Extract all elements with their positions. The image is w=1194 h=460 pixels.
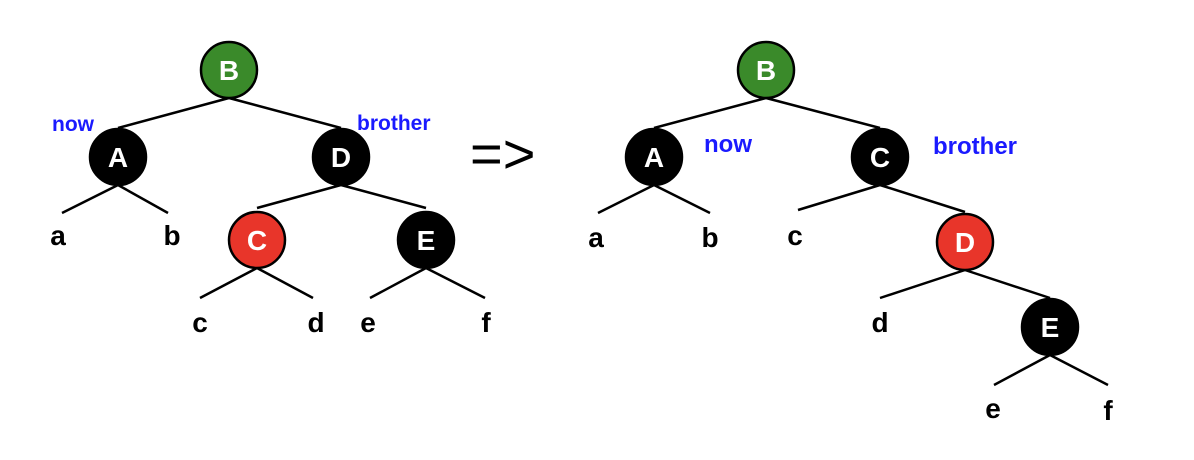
right-node-D-circle: [935, 212, 995, 272]
left-node-C-circle: [227, 210, 287, 270]
right-edge-A-b: [653, 183, 711, 215]
left-annotation-brother: brother: [357, 112, 431, 135]
left-leaf-a: a: [50, 220, 66, 251]
right-edge-B-A: [653, 96, 767, 130]
left-edge-E-e: [369, 266, 427, 300]
left-node-A: A: [88, 127, 148, 187]
right-node-A-label: A: [644, 142, 664, 173]
right-tree: B A C D E a b c d e f now brother: [588, 40, 1113, 426]
left-node-E-circle: [396, 210, 456, 270]
left-node-C: C: [227, 210, 287, 270]
left-edge-D-C: [256, 183, 342, 210]
right-node-B: B: [736, 40, 796, 100]
right-node-D: D: [935, 212, 995, 272]
right-node-E-label: E: [1041, 312, 1060, 343]
left-tree: B A D C E a b c d e f now brother: [50, 40, 491, 338]
left-node-D-circle: [311, 127, 371, 187]
left-leaf-b: b: [163, 220, 180, 251]
right-edge-C-D: [879, 183, 966, 214]
left-node-B-circle: [199, 40, 259, 100]
left-leaf-e: e: [360, 307, 376, 338]
right-leaf-b: b: [701, 222, 718, 253]
left-edge-B-D: [228, 96, 342, 130]
left-node-B: B: [199, 40, 259, 100]
left-node-A-label: A: [108, 142, 128, 173]
left-edge-C-c: [199, 266, 258, 300]
right-node-C-circle: [850, 127, 910, 187]
right-edge-C-c: [797, 183, 881, 212]
left-node-A-circle: [88, 127, 148, 187]
right-leaf-e: e: [985, 393, 1001, 424]
left-edge-A-a: [61, 183, 119, 215]
right-node-C-label: C: [870, 142, 890, 173]
right-leaf-c: c: [787, 220, 803, 251]
right-edge-D-d: [879, 268, 966, 300]
left-edge-B-A: [117, 96, 230, 130]
left-edge-A-b: [117, 183, 169, 215]
right-edge-E-f: [1049, 353, 1109, 387]
right-edge-E-e: [993, 353, 1051, 387]
right-node-B-label: B: [756, 55, 776, 86]
right-edge-D-E: [964, 268, 1051, 300]
left-node-C-label: C: [247, 225, 267, 256]
left-edge-D-E: [340, 183, 427, 210]
left-edge-C-d: [256, 266, 314, 300]
left-node-B-label: B: [219, 55, 239, 86]
right-node-C: C: [850, 127, 910, 187]
left-leaf-d: d: [307, 307, 324, 338]
left-node-E-label: E: [417, 225, 436, 256]
left-leaf-c: c: [192, 307, 208, 338]
right-leaf-f: f: [1103, 395, 1113, 426]
right-leaf-d: d: [871, 307, 888, 338]
right-node-A: A: [624, 127, 684, 187]
left-leaf-f: f: [481, 307, 491, 338]
left-edge-E-f: [425, 266, 486, 300]
right-edge-B-C: [765, 96, 881, 130]
right-leaf-a: a: [588, 222, 604, 253]
right-annotation-now: now: [704, 131, 752, 158]
right-node-A-circle: [624, 127, 684, 187]
transform-arrow: =>: [470, 122, 535, 185]
left-node-D-label: D: [331, 142, 351, 173]
right-node-E: E: [1020, 297, 1080, 357]
right-node-E-circle: [1020, 297, 1080, 357]
left-annotation-now: now: [52, 113, 95, 136]
right-annotation-brother: brother: [933, 133, 1017, 160]
right-node-D-label: D: [955, 227, 975, 258]
right-edge-A-a: [597, 183, 655, 215]
right-node-B-circle: [736, 40, 796, 100]
left-node-E: E: [396, 210, 456, 270]
left-node-D: D: [311, 127, 371, 187]
